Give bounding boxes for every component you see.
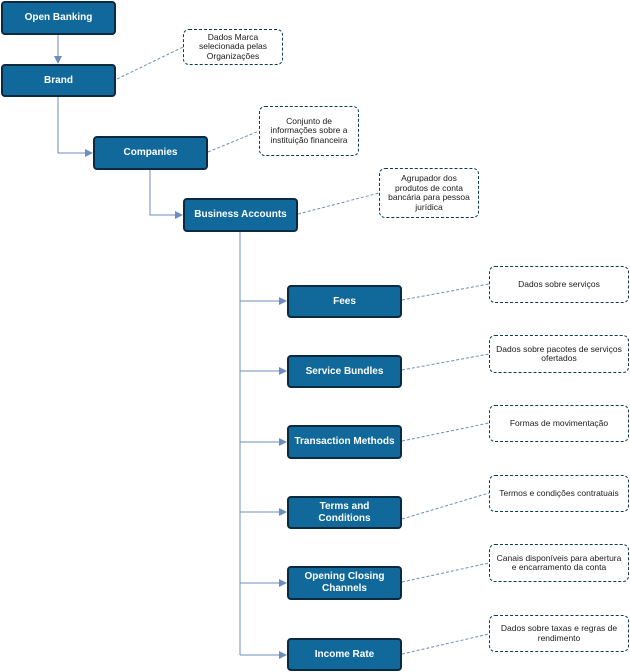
note-link-fees	[401, 283, 490, 301]
note-link-brand	[116, 46, 184, 80]
note-terms-and-conditions: Termos e condições contratuais	[489, 475, 629, 512]
note-link-service-bundles	[401, 353, 490, 371]
note-business-accounts: Agrupador dos produtos de conta bancária…	[379, 168, 479, 218]
note-brand: Dados Marca selecionada pelas Organizaçõ…	[183, 29, 283, 65]
note-link-transaction-methods	[401, 422, 490, 442]
note-companies: Conjunto de informações sobre a institui…	[259, 106, 359, 156]
node-service-bundles[interactable]: Service Bundles	[287, 355, 402, 388]
note-transaction-methods: Formas de movimentação	[489, 405, 629, 442]
note-link-income-rate	[401, 633, 490, 655]
note-link-opening-closing	[401, 562, 490, 583]
note-link-companies	[207, 130, 260, 153]
note-link-terms	[401, 492, 490, 520]
edge-brand-companies	[57, 97, 93, 157]
node-terms-and-conditions[interactable]: Terms and Conditions	[287, 496, 402, 529]
note-service-bundles: Dados sobre pacotes de serviços ofertado…	[489, 335, 629, 373]
node-fees[interactable]: Fees	[287, 285, 402, 318]
node-transaction-methods[interactable]: Transaction Methods	[287, 425, 402, 459]
node-open-banking[interactable]: Open Banking	[1, 1, 116, 35]
note-fees: Dados sobre serviços	[489, 266, 629, 303]
note-opening-closing-channels: Canais disponíveis para abertura e encar…	[489, 544, 629, 582]
edge-companies-business-accounts	[149, 170, 183, 219]
node-companies[interactable]: Companies	[93, 136, 208, 170]
note-income-rate: Dados sobre taxas e regras de rendimento	[489, 615, 629, 652]
note-link-business-accounts	[297, 192, 380, 215]
node-opening-closing-channels[interactable]: Opening Closing Channels	[287, 566, 402, 600]
node-business-accounts[interactable]: Business Accounts	[183, 198, 298, 232]
node-income-rate[interactable]: Income Rate	[287, 638, 402, 671]
node-brand[interactable]: Brand	[1, 64, 116, 97]
